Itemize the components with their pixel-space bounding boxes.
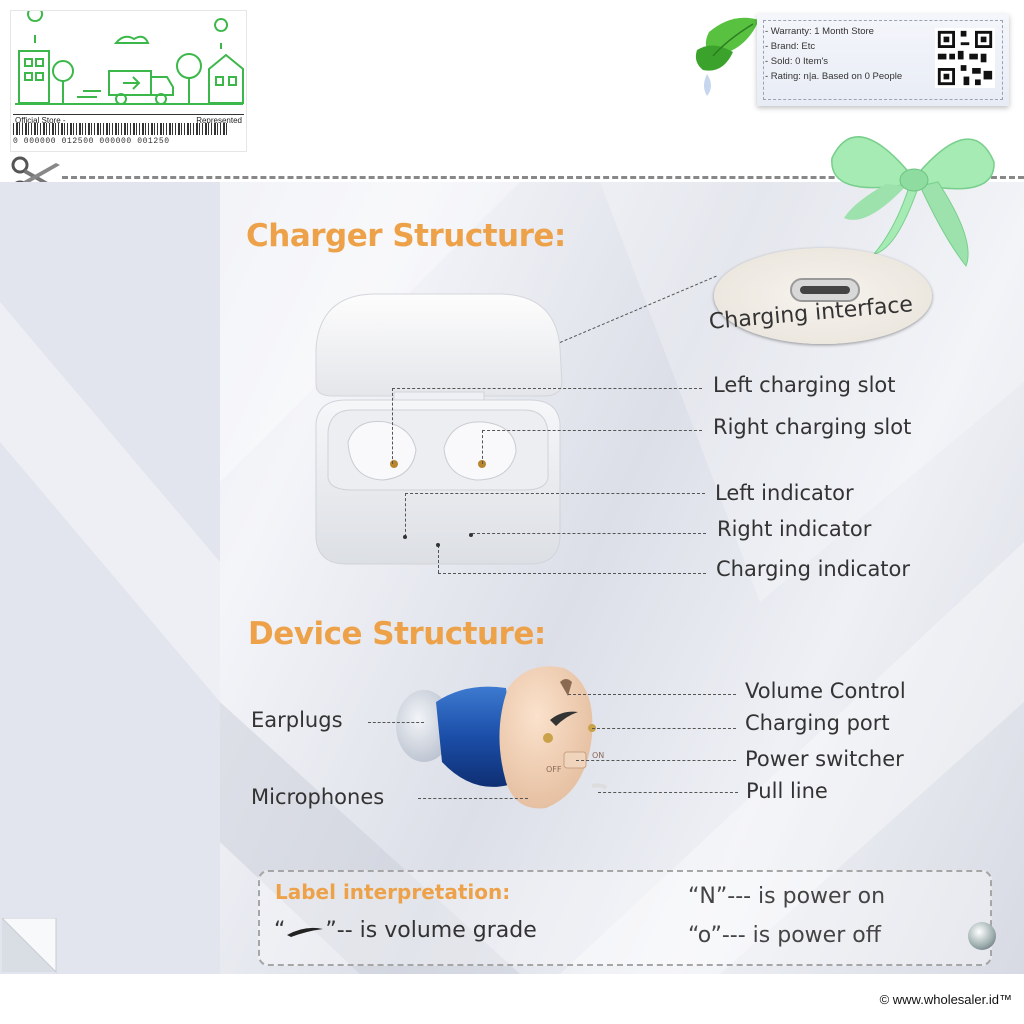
legend-power-off: “o”--- is power off xyxy=(688,923,881,948)
store-label-row: Official Store - Represented xyxy=(13,114,244,127)
charger-title-colon: : xyxy=(553,218,566,254)
label-earplugs: Earplugs xyxy=(251,708,343,732)
right-indicator-dot xyxy=(469,533,473,537)
volume-open-quote: “ xyxy=(274,918,286,943)
store-illustration xyxy=(15,11,244,105)
copyright-footer: © www.wholesaler.id™ xyxy=(879,992,1012,1007)
metal-button-icon xyxy=(968,922,996,950)
represented-text: Represented xyxy=(196,116,242,125)
legend-power-on: “N”--- is power on xyxy=(688,884,886,909)
label-left-charging-slot: Left charging slot xyxy=(713,373,896,397)
leader-left-indicator-v xyxy=(405,493,406,537)
qr-code-icon xyxy=(935,28,995,88)
info-box: - Warranty: 1 Month Store - Brand: Etc -… xyxy=(757,14,1009,106)
leader-left-indicator xyxy=(405,493,705,494)
warranty-text: - Warranty: 1 Month Store xyxy=(765,26,874,37)
volume-mark-icon xyxy=(287,927,324,937)
label-charging-indicator: Charging indicator xyxy=(716,557,911,581)
left-indicator-dot xyxy=(403,535,407,539)
leader-earplugs xyxy=(368,722,424,723)
leader-right-slot-v xyxy=(482,430,483,464)
leader-pull-line xyxy=(598,792,738,793)
label-pull-line: Pull line xyxy=(746,779,828,803)
device-structure-title: Device Structure: xyxy=(248,616,546,652)
legend-box xyxy=(258,870,992,966)
leader-right-indicator xyxy=(472,533,706,534)
label-charging-port: Charging port xyxy=(745,711,890,735)
usb-c-port-icon xyxy=(790,278,860,302)
leaf-icon xyxy=(695,17,759,96)
charger-title-text: Charger Structure xyxy=(246,218,554,254)
brand-text: - Brand: Etc xyxy=(765,41,816,52)
store-card: Official Store - Represented 0 000000 01… xyxy=(10,10,247,152)
page-fold-icon xyxy=(2,918,57,974)
leader-microphones xyxy=(418,798,528,799)
barcode-icon xyxy=(13,123,228,135)
device-title-colon: : xyxy=(533,616,546,652)
barcode-number: 0 000000 012500 000000 001250 xyxy=(13,137,170,146)
rating-text: - Rating: n|a. Based on 0 People xyxy=(765,71,903,82)
leader-left-slot-v xyxy=(392,388,393,464)
legend-title: Label interpretation: xyxy=(275,880,511,904)
bow-icon xyxy=(831,136,995,268)
info-lines: - Warranty: 1 Month Store - Brand: Etc -… xyxy=(765,24,902,84)
leader-right-slot xyxy=(482,430,702,431)
official-store-text: Official Store - xyxy=(15,116,66,125)
label-power-switcher: Power switcher xyxy=(745,747,904,771)
cut-line xyxy=(62,176,1024,179)
leader-volume-control xyxy=(568,694,736,695)
label-microphones: Microphones xyxy=(251,785,385,809)
volume-grade-text: ”-- is volume grade xyxy=(325,918,537,943)
leader-charging-indicator-v xyxy=(438,545,439,573)
hearing-aid-image: OFF ON xyxy=(396,666,608,809)
label-right-charging-slot: Right charging slot xyxy=(713,415,912,439)
device-title-text: Device Structure xyxy=(248,616,534,652)
charging-indicator-dot xyxy=(436,543,440,547)
sold-text: - Sold: 0 Item's xyxy=(765,56,829,67)
charger-structure-title: Charger Structure: xyxy=(246,218,566,254)
info-frame xyxy=(763,20,1003,100)
leader-charging-port xyxy=(592,728,736,729)
label-volume-control: Volume Control xyxy=(745,679,906,703)
leader-left-slot xyxy=(392,388,702,389)
switch-on-text: ON xyxy=(592,751,604,760)
label-left-indicator: Left indicator xyxy=(715,481,854,505)
label-right-indicator: Right indicator xyxy=(717,517,872,541)
leader-charging-indicator xyxy=(438,573,706,574)
legend-volume-grade: “ ”-- is volume grade xyxy=(274,918,537,943)
switch-off-text: OFF xyxy=(546,765,562,774)
leader-power-switcher xyxy=(576,760,736,761)
